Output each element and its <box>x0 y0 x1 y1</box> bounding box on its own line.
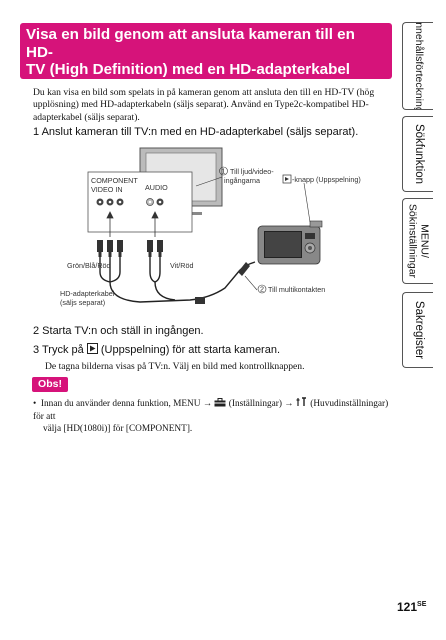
page-number-suffix: SE <box>417 601 427 608</box>
main-settings-icon <box>296 397 308 411</box>
cable-label-line-2: (säljs separat) <box>60 298 105 307</box>
label-1-line-2: ingångarna <box>224 176 260 185</box>
title-line-3: (säljs separat) <box>26 78 129 96</box>
tab-settings-label: Sökinställningar <box>407 203 419 279</box>
white-red-label: Vit/Röd <box>170 261 193 270</box>
obs-text-b: (Inställningar) <box>228 399 282 409</box>
play-button-icon <box>86 343 98 358</box>
page-number: 121SE <box>397 600 426 614</box>
tab-index[interactable]: Sakregister <box>402 292 433 368</box>
play-button-icon <box>282 174 292 184</box>
obs-badge: Obs! <box>32 377 68 392</box>
title-line-2: TV (High Definition) med en HD-adapterka… <box>26 61 351 78</box>
page-title: Visa en bild genom att ansluta kameran t… <box>20 23 392 96</box>
intro-paragraph: Du kan visa en bild som spelats in på ka… <box>33 87 389 124</box>
tab-search-function-label: Sökfunktion <box>412 123 425 185</box>
obs-text-a: Innan du använder denna funktion, MENU <box>40 399 201 409</box>
label-2-number: 2 <box>260 285 264 294</box>
step-1: 1 Anslut kameran till TV:n med en HD-ada… <box>33 126 359 138</box>
tab-table-of-contents[interactable]: Innehållsförteckning <box>402 22 433 110</box>
input-jacks <box>96 198 164 206</box>
tab-index-label: Sakregister <box>412 300 425 360</box>
component-label: COMPONENT <box>91 176 138 185</box>
cable-plugs <box>97 240 163 257</box>
page-number-value: 121 <box>397 600 418 614</box>
tab-menu-settings-label: MENU/ Sökinställningar <box>407 203 431 279</box>
step-3: 3 Tryck på (Uppspelning) för att starta … <box>33 343 280 358</box>
audio-label: AUDIO <box>145 183 168 192</box>
green-blue-red-label: Grön/Blå/Röd <box>67 261 111 270</box>
label-1-number: 1 <box>222 167 226 176</box>
label-2-text: Till multikontakten <box>268 285 325 294</box>
tab-table-of-contents-label: Innehållsförteckning <box>412 22 425 110</box>
insert-arrows <box>106 211 159 237</box>
arrow-icon: → <box>202 399 213 409</box>
video-in-label: VIDEO IN <box>91 185 123 194</box>
label-1-line-1: Till ljud/video- <box>230 167 274 176</box>
camera-connector <box>238 262 250 276</box>
intro-line-2: upplösning) med HD-adapterkabeln (säljs … <box>33 99 369 111</box>
intro-line-3: adapterkabel (säljs separat). <box>33 111 140 123</box>
pointer-lines <box>195 176 311 291</box>
bullet: • <box>33 399 37 409</box>
obs-note-line-1: • Innan du använder denna funktion, MENU… <box>33 397 393 423</box>
arrow-icon: → <box>284 399 294 409</box>
step-3-note: De tagna bilderna visas på TV:n. Välj en… <box>45 361 305 372</box>
play-button-label: -knapp (Uppspelning) <box>292 175 361 184</box>
tab-search-function[interactable]: Sökfunktion <box>402 116 433 192</box>
title-line-1: Visa en bild genom att ansluta kameran t… <box>26 26 355 61</box>
step-3-text-b: (Uppspelning) för att starta kameran. <box>100 344 281 356</box>
cable <box>99 257 241 303</box>
step-3-text-a: 3 Tryck på <box>33 344 84 356</box>
connection-diagram: COMPONENT VIDEO IN AUDIO <box>60 147 361 307</box>
obs-text-c: (Huvudinställningar) för att <box>33 399 389 422</box>
obs-note-line-2: välja [HD(1080i)] för [COMPONENT]. <box>43 424 193 434</box>
toolbox-icon <box>214 398 226 411</box>
tab-menu-label: MENU/ <box>418 224 431 258</box>
step-2: 2 Starta TV:n och ställ in ingången. <box>33 325 204 337</box>
camera-icon <box>257 220 323 265</box>
tv-input-panel <box>87 171 193 233</box>
cable-connector <box>195 297 205 304</box>
tab-menu-settings[interactable]: MENU/ Sökinställningar <box>402 198 433 284</box>
intro-line-1: Du kan visa en bild som spelats in på ka… <box>33 87 375 98</box>
obs-note: • Innan du använder denna funktion, MENU… <box>33 397 393 435</box>
cable-label-line-1: HD-adapterkabel <box>60 289 115 298</box>
